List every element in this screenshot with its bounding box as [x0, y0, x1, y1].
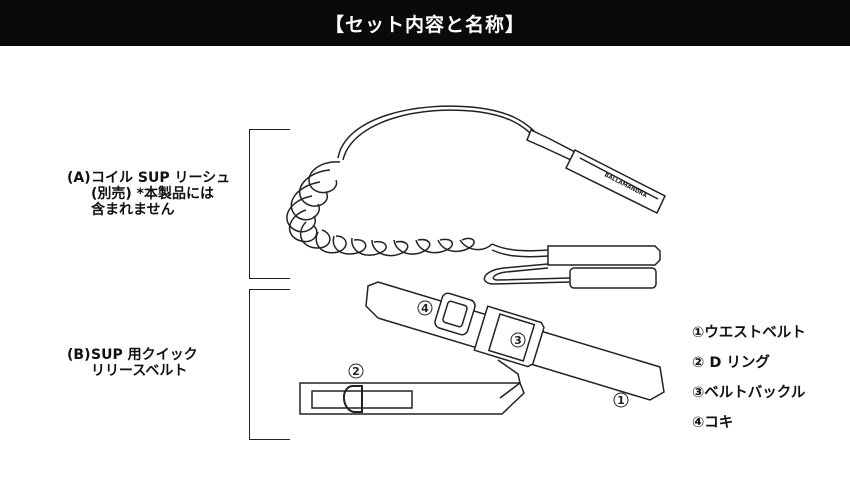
- d-ring: [343, 385, 363, 413]
- callout-markers: 4 3 2 1: [348, 300, 629, 408]
- section-title: 【セット内容と名称】: [324, 13, 525, 36]
- coil-leash-illustration: [286, 105, 666, 289]
- item-a-line-2: (別売) *本製品には: [91, 186, 214, 202]
- item-a-label: (A)コイル SUP リーシュ (別売) *本製品には 含まれません: [67, 170, 230, 218]
- item-b-code: (B): [67, 347, 91, 363]
- item-b-line-1: SUP 用クイック: [91, 347, 198, 363]
- callout-1: 1: [613, 392, 629, 408]
- release-tab: [569, 267, 657, 289]
- release-loop: [483, 263, 571, 285]
- item-b-line-2: リリースベルト: [91, 363, 188, 379]
- belt-slide: [434, 292, 476, 336]
- belt-buckle: [473, 305, 545, 368]
- callout-2: 2: [348, 363, 364, 379]
- release-handle: [547, 245, 661, 266]
- leash-coils: [286, 161, 493, 257]
- legend-item-waist-belt: ①ウエストベルト: [692, 325, 806, 341]
- item-a-line-1: コイル SUP リーシュ: [91, 170, 231, 186]
- callout-3: 3: [510, 332, 526, 348]
- legend-item-d-ring: ② D リング: [692, 355, 770, 371]
- leash-connector: [526, 128, 577, 161]
- svg-text:2: 2: [352, 365, 360, 378]
- callout-4: 4: [417, 300, 433, 316]
- leash-cuff: [564, 148, 666, 215]
- item-a-line-3: 含まれません: [91, 202, 175, 218]
- item-b-label: (B)SUP 用クイック リリースベルト: [67, 347, 198, 379]
- waist-belt-illustration: [299, 281, 665, 415]
- legend-item-belt-buckle: ③ベルトバックル: [692, 385, 806, 401]
- section-header: 【セット内容と名称】: [0, 0, 850, 46]
- legend-item-slide: ④コキ: [692, 415, 734, 431]
- item-a-bracket: [249, 129, 290, 279]
- item-b-bracket: [249, 289, 290, 440]
- svg-text:1: 1: [617, 394, 625, 407]
- item-a-code: (A): [67, 170, 91, 186]
- svg-text:3: 3: [514, 334, 522, 347]
- leash-cable: [337, 105, 536, 159]
- svg-text:4: 4: [421, 302, 429, 315]
- parts-legend: ①ウエストベルト ② D リング ③ベルトバックル ④コキ: [692, 322, 806, 442]
